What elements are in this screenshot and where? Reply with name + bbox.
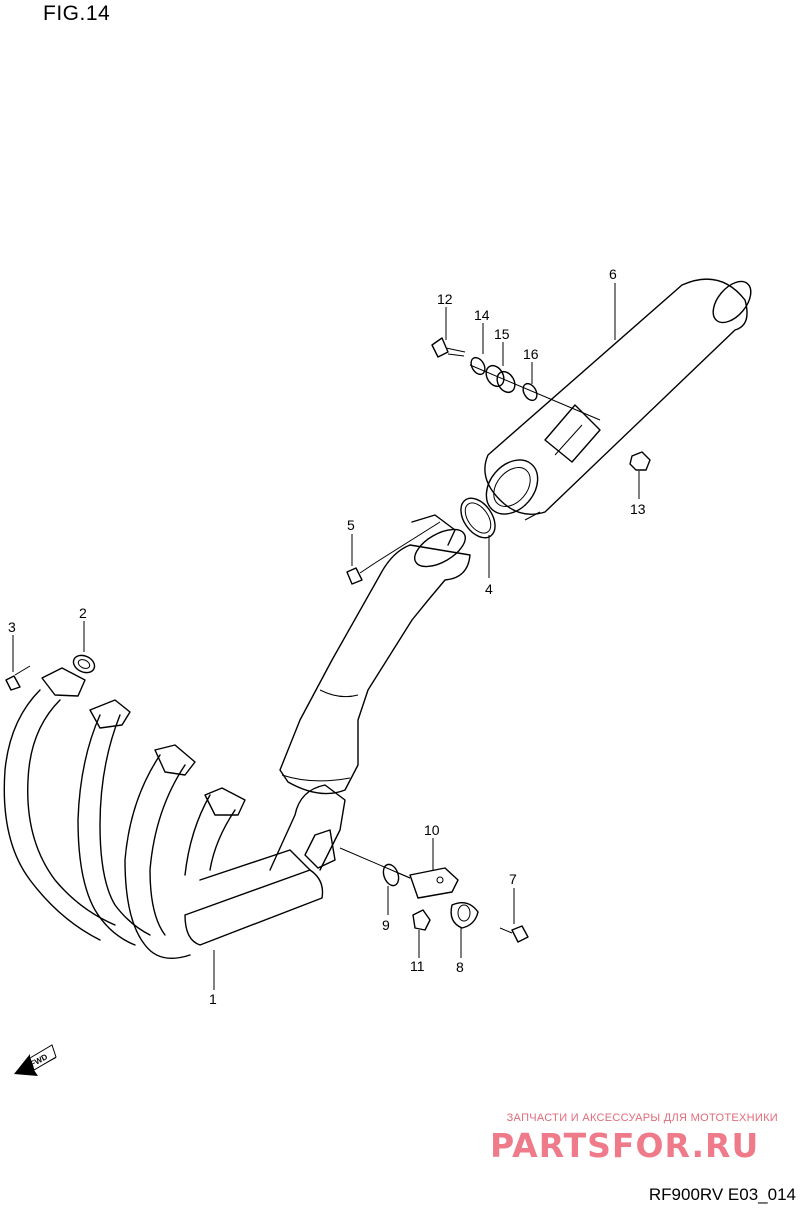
part-label-5: 5 [347, 517, 355, 533]
part-label-6: 6 [609, 266, 617, 282]
diagram-code: RF900RV E03_014 [648, 1185, 796, 1204]
exhaust-headers[interactable] [3, 667, 346, 959]
bolt-12[interactable] [431, 337, 466, 358]
part-label-1: 1 [209, 991, 217, 1007]
watermark-tagline: ЗАПЧАСТИ И АКСЕССУАРЫ ДЛЯ МОТОТЕХНИКИ [506, 1112, 778, 1124]
collar-16[interactable] [520, 381, 539, 403]
part-label-16: 16 [523, 346, 539, 362]
bushing-8[interactable] [450, 902, 479, 929]
gasket[interactable] [454, 492, 502, 544]
assembly-line-upper [469, 364, 601, 421]
connector-pipe[interactable] [279, 514, 471, 795]
part-label-2: 2 [79, 605, 87, 621]
nut-11[interactable] [412, 909, 431, 931]
washer-14[interactable] [468, 355, 487, 377]
callout-lines [12, 283, 640, 990]
washer-2[interactable] [71, 652, 98, 676]
stud-9[interactable] [381, 862, 411, 887]
nut-13[interactable] [629, 451, 651, 471]
part-label-9: 9 [382, 917, 390, 933]
part-label-14: 14 [474, 307, 490, 323]
part-label-11: 11 [410, 958, 425, 974]
part-label-13: 13 [630, 501, 646, 517]
watermark-logo: PARTSFOR.RU [490, 1126, 759, 1164]
bolt-7[interactable] [499, 925, 529, 943]
watermark-logo-text: PARTSFOR.RU [490, 1126, 759, 1164]
part-label-15: 15 [494, 326, 510, 342]
part-label-8: 8 [456, 959, 464, 975]
bushing-15[interactable] [483, 362, 519, 395]
part-label-4: 4 [485, 581, 493, 597]
figure-title: FIG.14 [43, 2, 111, 25]
part-label-10: 10 [424, 822, 440, 838]
part-label-12: 12 [437, 291, 453, 307]
bolt-3[interactable] [5, 665, 31, 691]
part-label-3: 3 [8, 619, 16, 635]
muffler[interactable] [476, 275, 758, 525]
part-label-7: 7 [509, 871, 517, 887]
bolt-5[interactable] [346, 521, 441, 585]
forward-arrow-icon: FWD [14, 1044, 57, 1076]
